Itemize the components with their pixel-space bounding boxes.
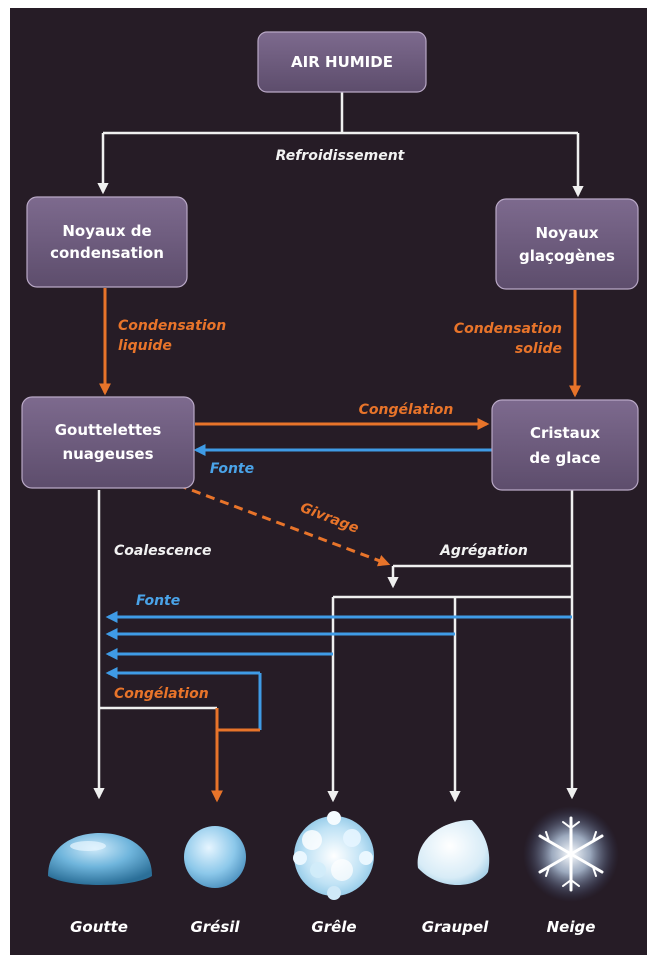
label-congelation-low: Congélation [114,686,209,702]
node-air-humide-label: AIR HUMIDE [291,53,393,71]
label-fonte-mid: Fonte [210,461,254,477]
node-cristaux: Cristaux de glace [491,399,639,491]
node-noyaux-glacogenes-line2: glaçogènes [519,247,615,265]
neige-icon [523,806,619,902]
label-agregation: Agrégation [439,543,528,559]
gresil-icon [184,826,246,888]
label-congelation-mid: Congélation [359,402,454,418]
node-noyaux-condensation: Noyaux de condensation [26,196,188,288]
label-condensation-solide-line1: Condensation [454,321,562,337]
edge-congelation-low [99,706,260,803]
grele-icon [293,811,374,900]
edge-fonte-low [105,611,572,730]
label-graupel: Graupel [422,918,489,936]
node-air-humide: AIR HUMIDE [257,31,427,93]
node-gouttelettes-line1: Gouttelettes [55,421,162,439]
label-goutte: Goutte [70,918,128,936]
node-noyaux-condensation-line1: Noyaux de [62,222,151,240]
graupel-icon [417,820,490,885]
label-coalescence: Coalescence [114,543,212,559]
goutte-icon [48,833,152,885]
node-noyaux-glacogenes-line1: Noyaux [535,224,598,242]
edge-agregation [387,564,572,589]
node-gouttelettes: Gouttelettes nuageuses [21,396,195,489]
edge-refroidissement [97,92,584,198]
label-fonte-low: Fonte [136,593,180,609]
label-condensation-liquide-line2: liquide [118,338,172,354]
label-condensation-liquide-line1: Condensation [118,318,226,334]
node-gouttelettes-line2: nuageuses [62,445,153,463]
label-neige: Neige [547,918,596,936]
node-cristaux-line2: de glace [529,449,600,467]
node-cristaux-line1: Cristaux [530,424,600,442]
edge-grele-graupel [327,595,572,803]
node-noyaux-glacogenes: Noyaux glaçogènes [495,198,639,290]
label-refroidissement: Refroidissement [276,148,406,164]
edge-givrage [177,483,391,567]
label-condensation-solide-line2: solide [515,341,562,357]
node-noyaux-condensation-line2: condensation [50,244,164,262]
label-grele: Grêle [311,918,356,936]
label-gresil: Grésil [190,918,240,936]
